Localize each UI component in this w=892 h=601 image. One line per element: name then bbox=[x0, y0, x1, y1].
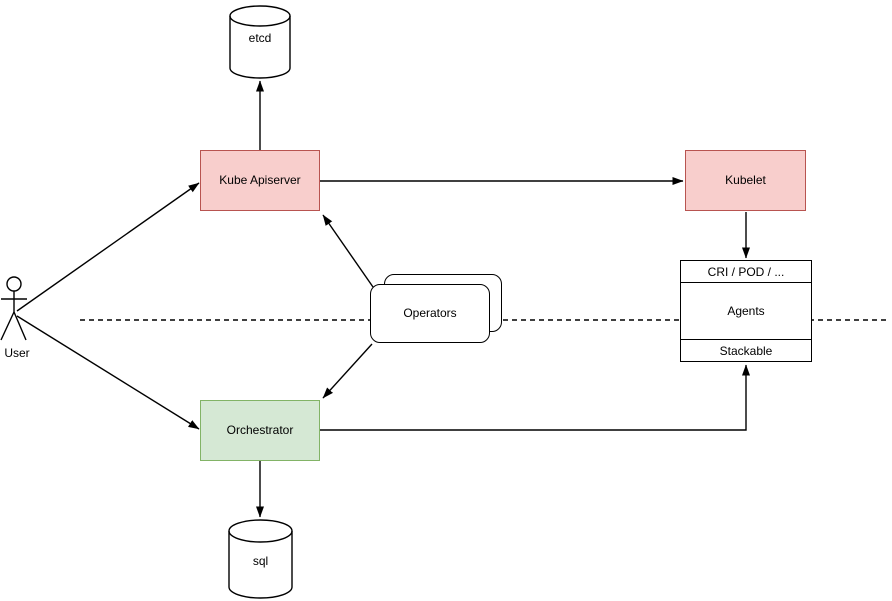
sql-cylinder bbox=[228, 519, 293, 599]
cri-pod-label: CRI / POD / ... bbox=[707, 264, 785, 279]
agents-stack-section-stackable: Stackable bbox=[681, 339, 811, 361]
edge-orchestrator-to-stackable bbox=[320, 364, 750, 431]
node-kubelet: Kubelet bbox=[685, 150, 806, 211]
edge-operators-to-kube-apiserver bbox=[322, 214, 374, 288]
orchestrator-label: Orchestrator bbox=[226, 423, 294, 438]
node-kube-apiserver: Kube Apiserver bbox=[200, 150, 320, 211]
etcd-label: etcd bbox=[248, 31, 272, 45]
kube-apiserver-label: Kube Apiserver bbox=[219, 173, 301, 188]
operators-label: Operators bbox=[403, 306, 457, 321]
stackable-label: Stackable bbox=[719, 343, 773, 358]
edge-user-to-kube-apiserver bbox=[16, 182, 200, 312]
sql-label: sql bbox=[252, 554, 269, 568]
node-operators: Operators bbox=[370, 284, 490, 343]
edge-user-to-orchestrator bbox=[16, 315, 200, 430]
user-label: User bbox=[4, 346, 30, 360]
agents-stack-section-agents: Agents bbox=[681, 283, 811, 339]
node-orchestrator: Orchestrator bbox=[200, 400, 320, 461]
agents-label: Agents bbox=[727, 304, 765, 318]
edge-operators-to-orchestrator bbox=[322, 343, 373, 399]
node-agents-stack: CRI / POD / ... Agents Stackable bbox=[680, 260, 812, 362]
user-actor-icon bbox=[0, 276, 27, 341]
agents-stack-section-cri-pod: CRI / POD / ... bbox=[681, 261, 811, 283]
kubelet-label: Kubelet bbox=[725, 173, 766, 188]
etcd-cylinder bbox=[229, 5, 291, 79]
